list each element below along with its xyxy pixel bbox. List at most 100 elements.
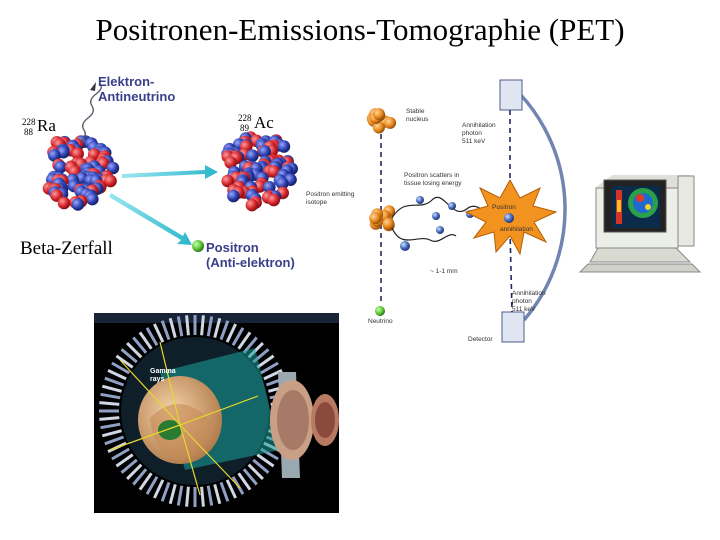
proton	[267, 193, 281, 207]
scanner-detector-element	[115, 354, 134, 369]
scanner-detector-element	[206, 485, 214, 506]
photon-top-line3: 511 keV	[462, 138, 486, 145]
electron-icon	[400, 241, 410, 251]
scanner-detector-element	[111, 447, 130, 461]
antineutrino-arrow-icon	[90, 82, 96, 91]
scanner-detector-element	[176, 316, 184, 337]
scanner-detector-element	[138, 472, 153, 491]
scanner-detector-element	[111, 361, 130, 375]
antineutrino-wave	[79, 83, 102, 143]
parent-atomic-number: 88	[24, 127, 33, 137]
scanner-detector-element	[100, 422, 121, 430]
scanner-detector-element	[168, 484, 177, 505]
daughter-mass-number: 228	[238, 113, 252, 123]
scanner-detector-element	[185, 315, 190, 336]
neutron	[71, 198, 85, 211]
proton	[245, 198, 259, 212]
detector-top	[499, 79, 523, 111]
positron-label-line1: Positron	[206, 240, 259, 255]
antineutrino-label-line2: Antineutrino	[98, 89, 176, 104]
scanner-detector-element	[160, 481, 171, 502]
detector-ring	[518, 92, 567, 322]
scanner-detector-element	[206, 316, 214, 337]
photon-bottom-line3: 511 keV	[512, 306, 536, 313]
scanner-detector-element	[185, 486, 190, 507]
detector-label: Detector	[468, 336, 493, 343]
scanner-detector-element	[160, 320, 171, 341]
scanner-detector-element	[100, 392, 121, 400]
scanner-detector-element	[168, 317, 177, 338]
decay-arrow-right	[122, 165, 218, 179]
detector-bottom	[501, 311, 525, 343]
emitting-isotope-label: Positron emitting isotope	[306, 191, 354, 207]
parent-nucleus	[42, 135, 120, 211]
gamma-rays-label: Gamma rays	[150, 368, 176, 384]
neutron	[54, 160, 67, 174]
nucleon	[372, 121, 385, 134]
nucleon	[372, 108, 385, 121]
scanner-detector-element	[219, 481, 230, 502]
annihilation-label-line1: Positron	[492, 204, 516, 211]
proton	[57, 196, 71, 210]
scanner-detector-element	[120, 348, 138, 364]
scanner-detector-element	[145, 476, 159, 495]
decay-arrow-down	[109, 193, 192, 245]
scanner-detector-element	[126, 342, 143, 359]
scanner-detector-element	[225, 479, 237, 499]
neutron	[227, 189, 240, 203]
neutron	[276, 177, 289, 190]
scanner-detector-element	[242, 336, 258, 354]
page-title: Positronen-Emissions-Tomographie (PET)	[95, 12, 625, 47]
antineutrino-label-line1: Elektron-	[98, 74, 155, 89]
annihilation-positron-icon	[504, 213, 514, 223]
stable-nucleus	[366, 108, 397, 134]
scanner-detector-element	[99, 401, 120, 406]
annihilation-label: Positron annihilation	[492, 204, 533, 234]
scanner-detector-element	[104, 376, 125, 387]
neutron	[48, 149, 61, 162]
electron	[436, 226, 444, 234]
pet-computer	[578, 175, 702, 273]
neutrino-icon	[375, 306, 385, 316]
scanner-detector-element	[115, 453, 134, 468]
scanner-detector-element	[99, 416, 120, 421]
scanner-detector-element	[200, 486, 205, 507]
scatter-label-line1: Positron scatters in	[404, 172, 460, 179]
neutrino-label: Neutrino	[368, 318, 393, 325]
emitting-isotope-label-line2: isotope	[306, 199, 327, 206]
proton	[221, 174, 234, 188]
neutron	[86, 192, 99, 206]
stable-nucleus-label-line1: Stable	[406, 108, 425, 115]
gamma-label-line1: Gamma	[150, 368, 176, 375]
nucleon	[384, 116, 397, 129]
positron-label-line2: (Anti-elektron)	[206, 255, 295, 270]
emitting-isotope	[369, 205, 396, 232]
scanner-detector-element	[256, 354, 275, 369]
scanner-detector-element	[120, 458, 138, 474]
daughter-symbol: Ac	[254, 113, 274, 132]
scanner-illustration	[94, 313, 339, 513]
scanner-detector-element	[153, 479, 165, 499]
beta-decay-label: Beta-Zerfall	[20, 238, 113, 259]
neutron	[246, 149, 259, 162]
scanner-detector-element	[260, 361, 279, 375]
annihilation-label-line2: annihilation	[500, 226, 533, 233]
photon-top-line2: photon	[462, 130, 482, 137]
electron	[416, 196, 424, 204]
stable-nucleus-label-line2: nucleus	[406, 116, 429, 123]
scanner-detector-element	[242, 468, 258, 486]
scanner-detector-element	[126, 463, 143, 480]
annihilation-photon-top-label: Annihilation photon 511 keV	[462, 122, 496, 146]
antineutrino-label: Elektron- Antineutrino	[98, 74, 175, 104]
nucleon	[369, 212, 382, 225]
electron	[448, 202, 456, 210]
scanner-detector-element	[104, 435, 125, 446]
scanner-detector-element	[107, 369, 127, 381]
scanner-detector-element	[145, 327, 159, 346]
photon-top-line1: Annihilation	[462, 122, 496, 129]
neutron	[258, 145, 272, 158]
scanner-detector-element	[176, 485, 184, 506]
positron-label: Positron (Anti-elektron)	[206, 240, 295, 270]
scatter-label-line2: tissue losing energy	[404, 180, 462, 187]
parent-symbol: Ra	[37, 116, 56, 135]
